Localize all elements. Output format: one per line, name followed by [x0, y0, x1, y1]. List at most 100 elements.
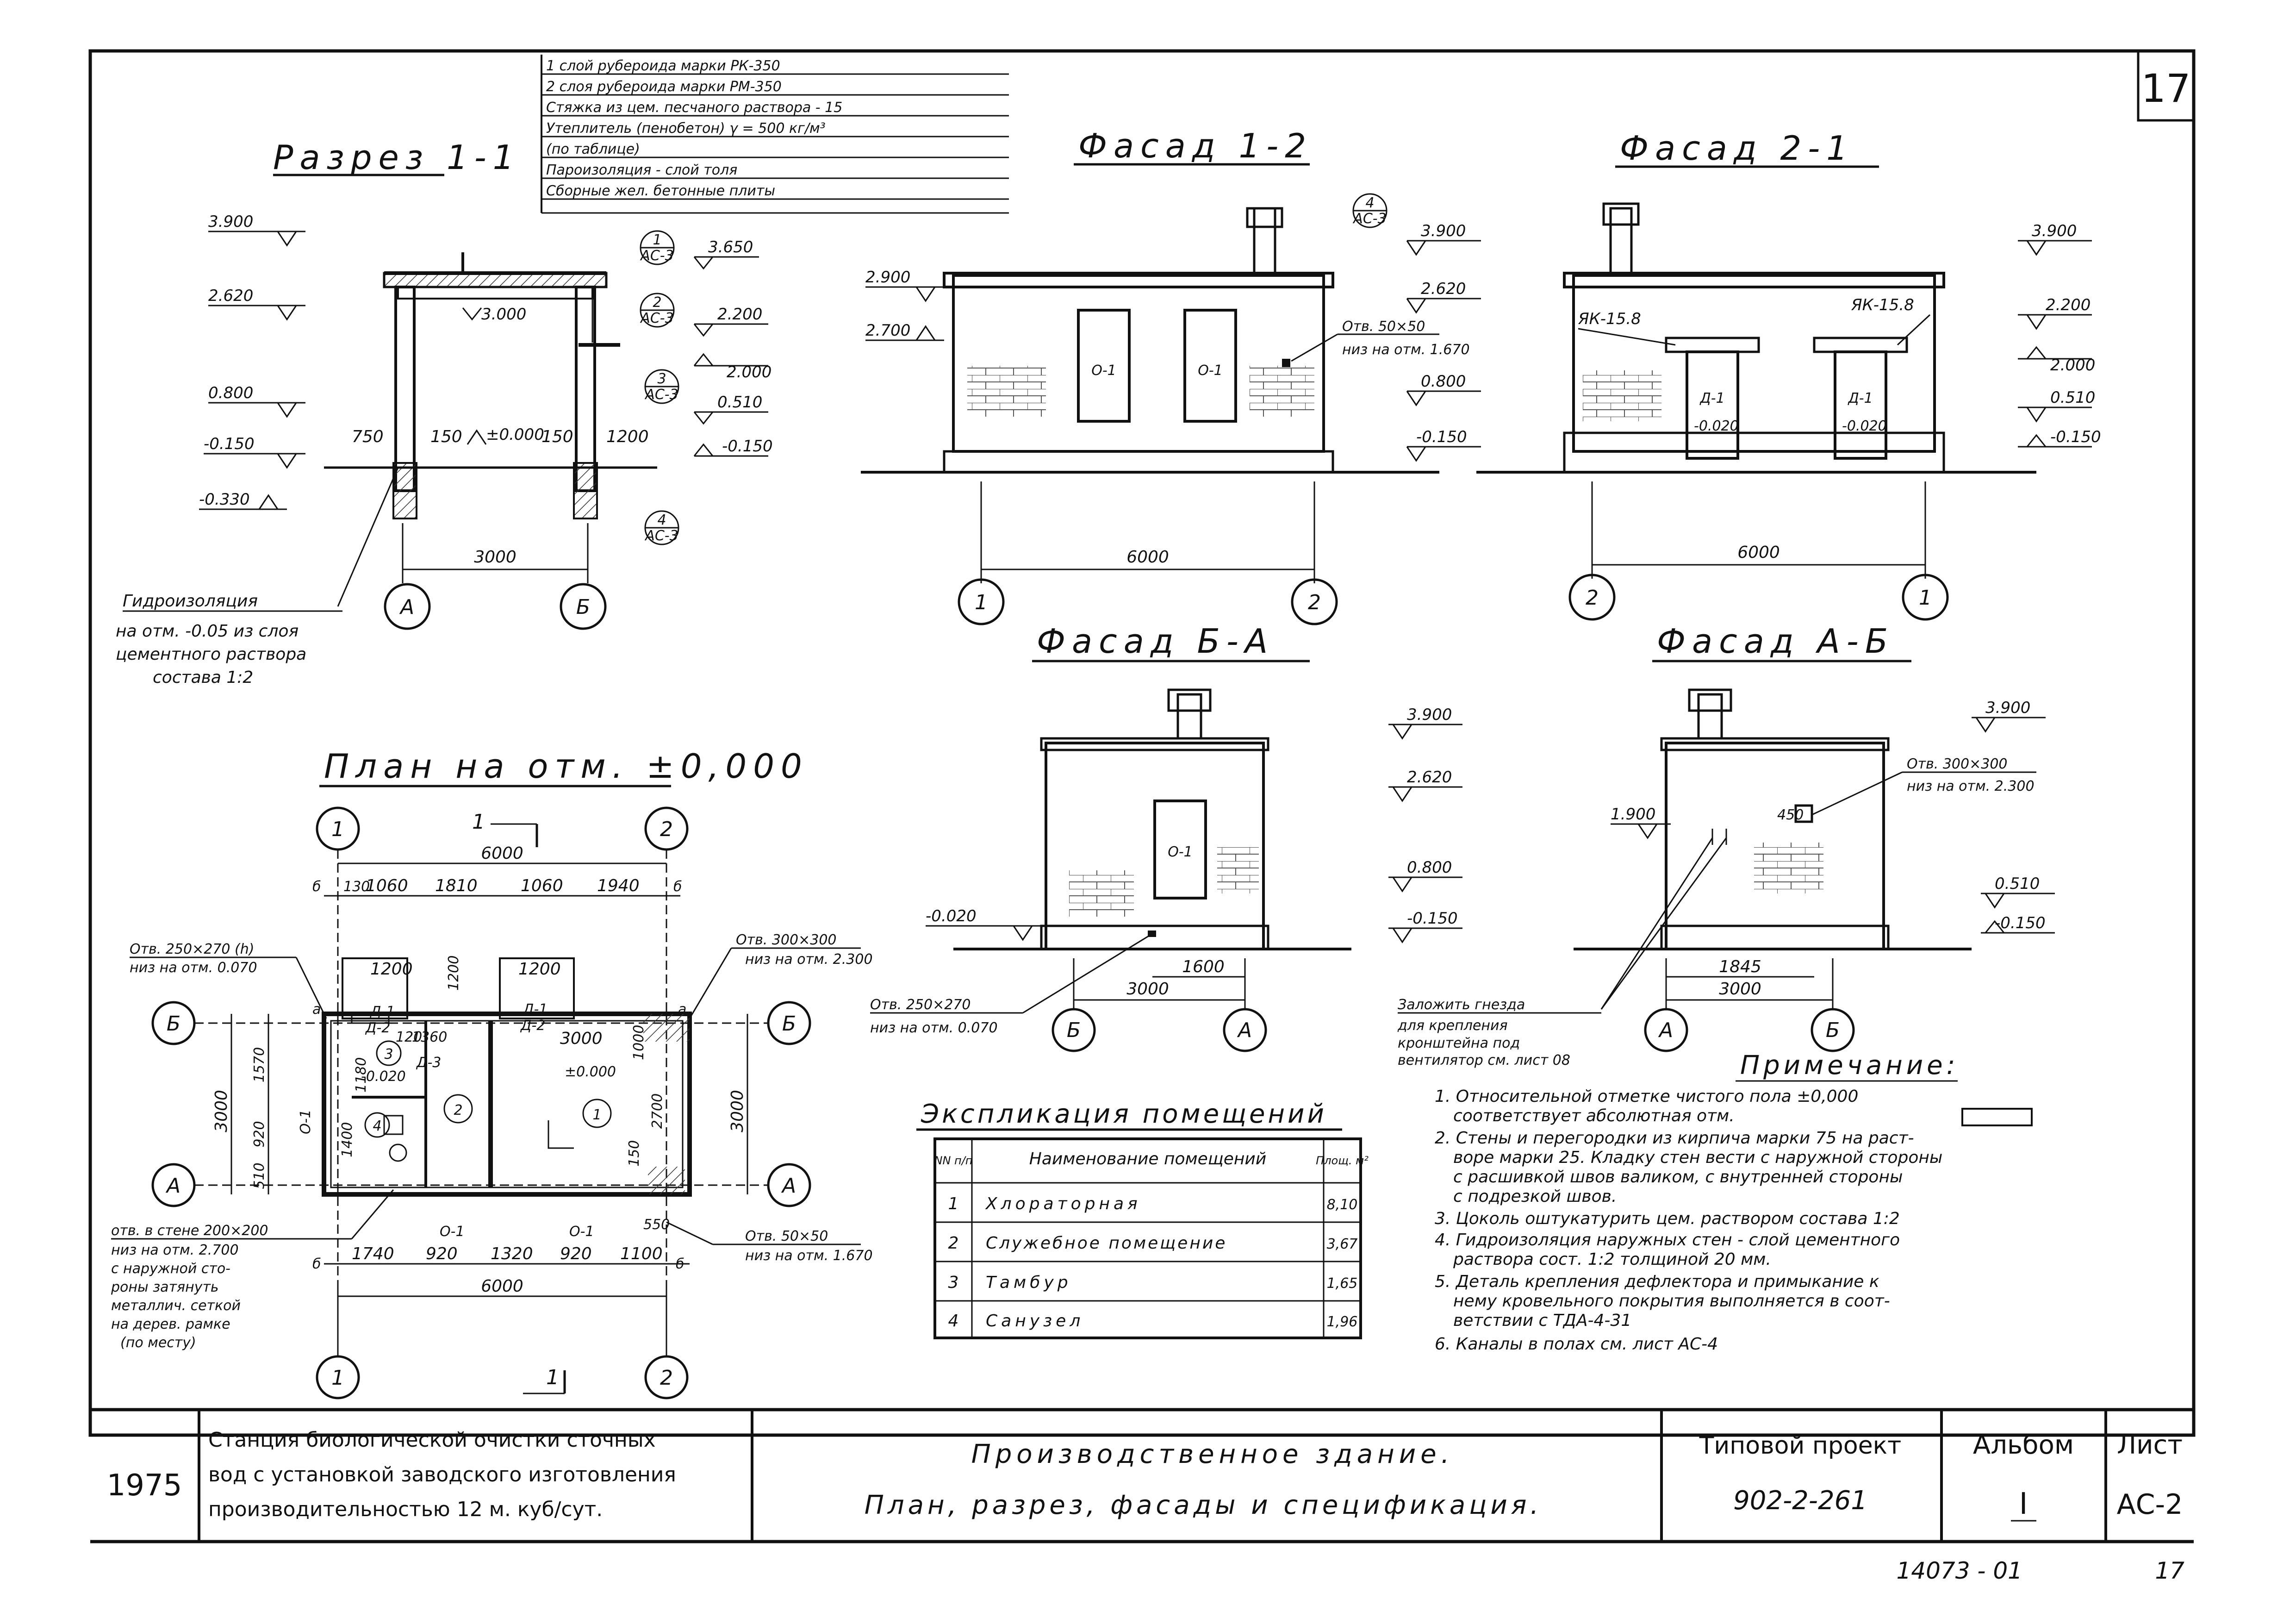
- facade-title: Фасад 1-2: [1078, 126, 1313, 165]
- nest-note: кронштейна под: [1398, 1035, 1520, 1051]
- stamp-project-label: Типовой проект: [1699, 1432, 1902, 1460]
- dim-label: 1570: [251, 1047, 268, 1082]
- dim-label: 120: [396, 1029, 422, 1045]
- callout-sheet: АС-3: [644, 528, 678, 544]
- level-mark: 2.700: [865, 321, 910, 340]
- level-mark: -0.150: [722, 437, 773, 456]
- dim-label: 1845: [1719, 957, 1761, 976]
- level-mark: 3.900: [1421, 222, 1466, 240]
- level-mark: -0.330: [199, 490, 250, 509]
- note-line: 6. Каналы в полах см. лист АС-4: [1435, 1335, 1718, 1354]
- dim-label: 1200: [446, 956, 462, 991]
- dim-label: 6000: [1126, 548, 1169, 567]
- wall-note: с наружной сто-: [111, 1261, 230, 1277]
- section-dims: 750 150 150 1200 3000: [352, 427, 649, 583]
- wall-note: роны затянуть: [111, 1279, 219, 1295]
- opening-sub: низ на отм. 1.670: [1342, 342, 1470, 358]
- axis-label: А: [399, 595, 414, 619]
- room-number: 2: [454, 1102, 462, 1118]
- table-cell: 1,96: [1327, 1314, 1358, 1330]
- wall-note: низ на отм. 2.700: [111, 1242, 239, 1258]
- axis-label: 1: [331, 1366, 344, 1390]
- stamp-sheet-num: АС-2: [2117, 1488, 2183, 1521]
- note-line: 4. Гидроизоляция наружных стен - слой це…: [1435, 1230, 1900, 1249]
- level-mark: 3.650: [708, 238, 753, 256]
- plan: План на отм. ±0,000 1 1 1 2 1 2 Б А Б А: [111, 747, 873, 1399]
- callout-num: 4: [1365, 195, 1374, 211]
- bottom-code: 14073 - 01: [1896, 1557, 2022, 1584]
- table-header: NN п/п: [934, 1154, 972, 1167]
- opening-sub: низ на отм. 0.070: [870, 1020, 998, 1036]
- dim-label: 1600: [1182, 957, 1225, 976]
- wall-note: отв. в стене 200×200: [111, 1223, 268, 1239]
- axis-label: А: [1658, 1018, 1673, 1042]
- axis-label: 2: [1308, 591, 1321, 614]
- bottom-page: 17: [2155, 1557, 2184, 1584]
- absolute-level-box: [1961, 1108, 2033, 1126]
- section-title: Разрез 1-1: [273, 138, 521, 177]
- table-cell: 2: [948, 1234, 959, 1253]
- level-mark: 3.900: [1985, 699, 2030, 717]
- roof-layer: Стяжка из цем. песчаного раствора - 15: [546, 100, 842, 116]
- dim-label: 750: [352, 427, 384, 446]
- level-mark: 3.000: [481, 305, 526, 324]
- axis-label: А: [165, 1174, 180, 1198]
- axis-label: Б: [167, 1012, 180, 1036]
- opening-label: Отв. 50×50: [1342, 319, 1425, 335]
- note-line: 3. Цоколь оштукатурить цем. раствором со…: [1435, 1209, 1900, 1228]
- section-axes: А Б: [384, 583, 607, 630]
- notes-title: Примечание:: [1740, 1050, 1959, 1081]
- facade-b-a: Фасад Б-А О-1 -0.020 3.900 2.620 0.800 -…: [870, 622, 1462, 1052]
- table-cell: 8,10: [1327, 1197, 1358, 1213]
- note-title: Гидроизоляция: [123, 592, 258, 611]
- dim-label: 3000: [1126, 980, 1169, 999]
- dim-label: 3000: [212, 1090, 231, 1132]
- opening-label: Отв. 300×300: [1907, 756, 2008, 772]
- axis-label: 2: [1586, 586, 1599, 610]
- window-mark: О-1: [1168, 844, 1193, 860]
- dim-label: 1810: [435, 876, 478, 895]
- room-number: 3: [384, 1046, 393, 1062]
- facade-2-1: Фасад 2-1 Д-1 Д-1 -0.020 -0.020 ЯК-15.8 …: [1476, 129, 2101, 621]
- door-mark: Д-2: [365, 1020, 390, 1036]
- note-line: 2. Стены и перегородки из кирпича марки …: [1435, 1129, 1914, 1148]
- callout-num: 3: [657, 371, 666, 387]
- lintel-mark: ЯК-15.8: [1851, 296, 1914, 314]
- dim-label: 550: [643, 1217, 670, 1233]
- door-mark: Д-1: [1847, 390, 1873, 406]
- dim-label: 920: [560, 1244, 592, 1263]
- room-number: 1: [592, 1107, 601, 1123]
- note-line: состава 1:2: [153, 668, 253, 687]
- level-mark: 2.200: [717, 305, 762, 324]
- stamp-org: производительностью 12 м. куб/сут.: [208, 1498, 603, 1521]
- window-mark: О-1: [1091, 362, 1116, 379]
- level-mark: 0.510: [2050, 388, 2095, 407]
- level-mark: -0.150: [1995, 914, 2046, 932]
- dim-label: 920: [251, 1121, 268, 1147]
- facade-1-2: Фасад 1-2 О-1 О-1 2.900 2.700 3.900 2.62…: [861, 126, 1481, 625]
- dim-label: 130: [343, 879, 370, 895]
- axis-label: 2: [660, 818, 673, 841]
- level-mark: 3.900: [2032, 222, 2077, 240]
- note-line: с расшивкой швов валиком, с внутренней с…: [1453, 1168, 1903, 1187]
- dim-label: 1200: [606, 427, 649, 446]
- level-mark: 0.800: [1421, 372, 1466, 391]
- edge-mark: б: [673, 879, 682, 895]
- stamp-org: вод с установкой заводского изготовления: [208, 1463, 676, 1487]
- table-cell: 4: [948, 1312, 959, 1330]
- opening-label: Отв. 250×270: [870, 997, 971, 1013]
- note-line: воре марки 25. Кладку стен вести с наруж…: [1453, 1148, 1942, 1167]
- callout-sheet: АС-3: [1352, 211, 1386, 227]
- plan-title: План на отм. ±0,000: [324, 747, 809, 786]
- levels-right: 3.650 2.200 2.000 0.510 -0.150: [693, 238, 773, 457]
- level-mark: -0.150: [204, 435, 255, 453]
- dim-label: 1180: [353, 1057, 369, 1093]
- level-mark: -0.020: [1694, 418, 1739, 434]
- opening-label: Отв. 250×270 (h): [130, 941, 254, 957]
- level-mark: 2.620: [1421, 280, 1466, 298]
- dim-label: 1740: [352, 1244, 394, 1263]
- window-mark: О-1: [1198, 362, 1223, 379]
- edge-mark: б: [312, 1256, 321, 1272]
- note-line: цементного раствора: [116, 645, 306, 664]
